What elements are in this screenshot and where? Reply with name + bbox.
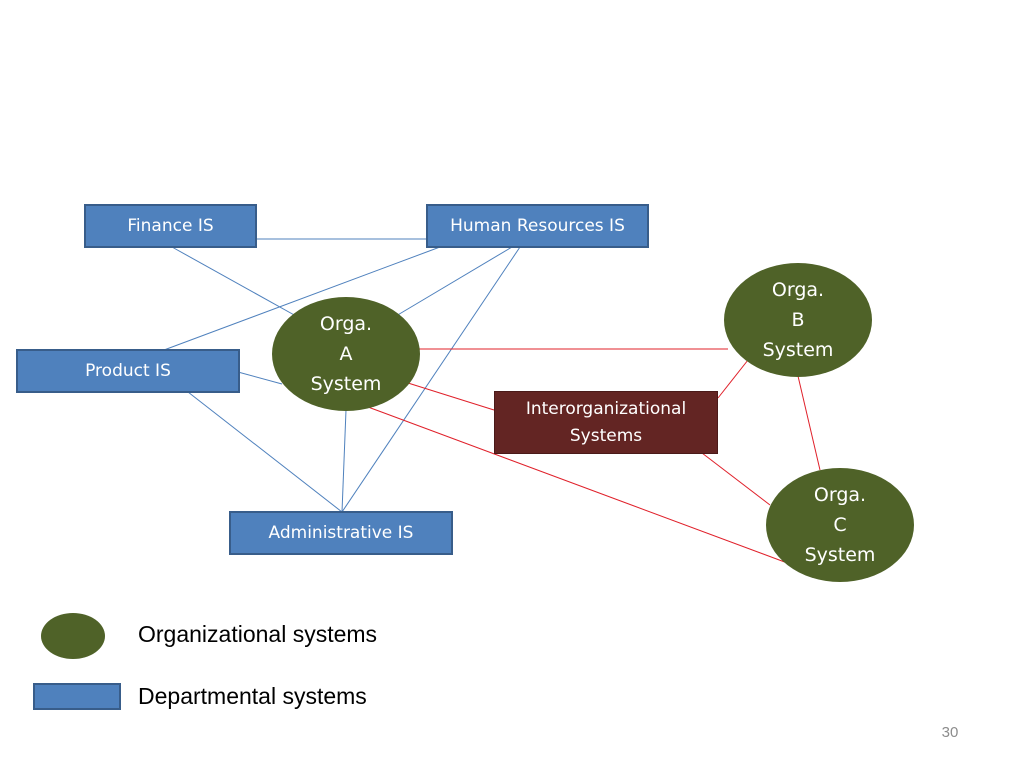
- orga-a-system-node: Orga. A System: [272, 297, 420, 411]
- link-hr-orga-a: [395, 246, 513, 317]
- interorganizational-systems-label: Interorganizational Systems: [525, 398, 687, 446]
- orga-b-system-label: Orga. B System: [762, 279, 834, 361]
- administrative-is-label: Administrative IS: [268, 523, 414, 543]
- link-inter-orga-c: [701, 452, 771, 506]
- finance-is-box: Finance IS: [84, 204, 257, 248]
- legend-departmental-label: Departmental systems: [138, 683, 367, 709]
- product-is-label: Product IS: [85, 361, 171, 381]
- link-product-orga-a: [237, 371, 283, 385]
- orga-a-system-label: Orga. A System: [310, 313, 382, 395]
- legend-organizational-swatch: [41, 613, 105, 659]
- link-finance-orga-a: [171, 246, 297, 317]
- product-is-box: Product IS: [16, 349, 240, 393]
- legend-organizational-label: Organizational systems: [138, 621, 378, 647]
- link-orga-b-orga-c: [797, 375, 821, 471]
- orga-b-system-node: Orga. B System: [724, 263, 872, 377]
- orga-c-system-node: Orga. C System: [766, 468, 914, 582]
- link-orga-a-orga-c: [367, 406, 791, 565]
- link-product-administrative: [187, 391, 343, 513]
- legend-departmental-swatch: [33, 683, 121, 710]
- orga-c-system-label: Orga. C System: [804, 484, 876, 566]
- page-number: 30: [941, 724, 959, 741]
- link-orga-a-administrative: [341, 409, 347, 513]
- administrative-is-box: Administrative IS: [229, 511, 453, 555]
- link-hr-administrative: [341, 246, 521, 513]
- interorganizational-systems-box: Interorganizational Systems: [494, 391, 718, 454]
- human-resources-is-label: Human Resources IS: [450, 216, 625, 236]
- link-inter-orga-b: [717, 359, 749, 399]
- link-hr-product: [163, 246, 441, 351]
- link-orga-a-inter: [407, 382, 495, 411]
- human-resources-is-box: Human Resources IS: [426, 204, 649, 248]
- finance-is-label: Finance IS: [127, 216, 214, 236]
